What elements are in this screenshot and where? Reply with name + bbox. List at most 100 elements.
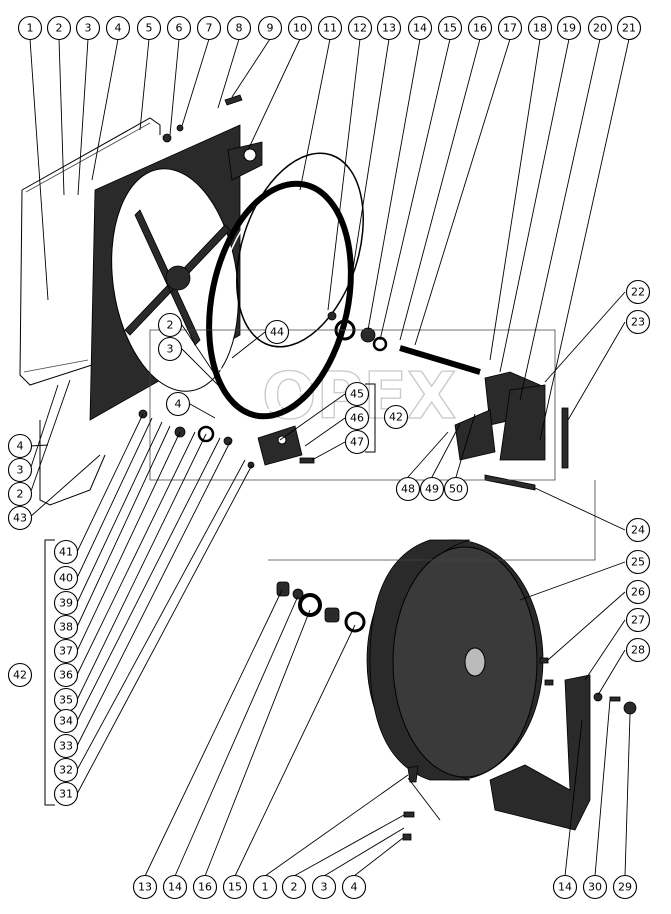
mid-bracket-hole — [277, 435, 287, 445]
fan-ring-inner — [214, 188, 346, 412]
callout-mid-c46: 46 — [344, 405, 370, 431]
callout-left-col-9: 32 — [53, 757, 79, 783]
callout-top-17-label: 18 — [533, 22, 547, 35]
callout-mid-c49-label: 49 — [425, 483, 439, 496]
bottom-bolt — [407, 765, 419, 783]
hub-flange-16 — [298, 593, 322, 617]
callout-left-col-10: 31 — [53, 781, 79, 807]
bolt-47 — [299, 457, 315, 464]
callout-mid-c42-circle — [383, 404, 409, 430]
callout-top-6-label: 7 — [206, 22, 213, 35]
callout-left-col-8: 33 — [53, 733, 79, 759]
callout-right-6-label: 28 — [631, 644, 645, 657]
callout-top-15: 16 — [467, 15, 493, 41]
callout-left-col-9-circle — [53, 757, 79, 783]
hub-15 — [324, 607, 340, 623]
callout-left-col-10-circle — [53, 781, 79, 807]
callout-top-10: 11 — [317, 15, 343, 41]
callout-bottom-0-label: 13 — [138, 881, 152, 894]
callout-top-18: 19 — [556, 15, 582, 41]
callout-left-col-3-circle — [53, 614, 79, 640]
callout-bottom-right-1-label: 30 — [588, 881, 602, 894]
callout-top-16: 17 — [497, 15, 523, 41]
washer-e — [247, 461, 255, 469]
callout-right-0: 22 — [625, 279, 651, 305]
callout-top-6: 7 — [196, 15, 222, 41]
callout-left-col-3: 38 — [53, 614, 79, 640]
tube-frame-left — [19, 117, 161, 386]
callout-bottom-2-label: 16 — [198, 881, 212, 894]
callout-left-col-0-circle — [53, 539, 79, 565]
callout-left-col-0-label: 41 — [59, 546, 73, 559]
callout-mid-c2-circle — [157, 312, 183, 338]
callout-bottom-3-circle — [222, 874, 248, 900]
callout-mid-c47-circle — [344, 429, 370, 455]
callout-right-5-circle — [625, 607, 651, 633]
callout-bottom-4-label: 1 — [262, 881, 269, 894]
callout-left-col-2-circle — [53, 590, 79, 616]
callout-right-3-label: 25 — [631, 556, 645, 569]
callout-group-42-circle — [7, 662, 33, 688]
callout-top-0-label: 1 — [27, 22, 34, 35]
callout-bottom-1: 14 — [162, 874, 188, 900]
callout-right-5-label: 27 — [631, 614, 645, 627]
callout-bottom-right-0-circle — [552, 874, 578, 900]
callout-bottom-7: 4 — [341, 874, 367, 900]
callout-top-20-label: 21 — [622, 22, 636, 35]
mid-bracket — [257, 425, 303, 466]
callout-top-17: 18 — [527, 15, 553, 41]
callout-left-col-7: 34 — [53, 708, 79, 734]
callout-mid-c45-label: 45 — [350, 388, 364, 401]
callout-bottom-1-circle — [162, 874, 188, 900]
callout-top-7-label: 8 — [236, 22, 243, 35]
callout-left-col-8-circle — [53, 733, 79, 759]
callout-top-14-label: 15 — [443, 22, 457, 35]
callout-left-col-5: 36 — [53, 662, 79, 688]
callout-mid-c42-label: 42 — [389, 411, 403, 424]
callout-top-4: 5 — [136, 15, 162, 41]
callout-left-upper-1-circle — [7, 457, 33, 483]
nut-top-2 — [176, 124, 184, 132]
callout-top-1-label: 2 — [56, 22, 63, 35]
callout-left-upper-1: 3 — [7, 457, 33, 483]
callout-top-9-circle — [287, 15, 313, 41]
callout-right-4: 26 — [625, 579, 651, 605]
callout-left-col-1-circle — [53, 565, 79, 591]
callout-bottom-3-label: 15 — [228, 881, 242, 894]
callout-left-upper-2: 2 — [7, 481, 33, 507]
callout-group-42: 42 — [7, 662, 33, 688]
callout-top-0: 1 — [17, 15, 43, 41]
callout-mid-c4-circle — [165, 391, 191, 417]
callout-mid-c4: 4 — [165, 391, 191, 417]
callout-mid-c50-label: 50 — [449, 483, 463, 496]
bracket-pad-24 — [484, 474, 536, 491]
leader-lines — [29, 38, 631, 877]
callout-top-0-circle — [17, 15, 43, 41]
callout-left-upper-0: 4 — [7, 433, 33, 459]
callout-top-18-label: 19 — [562, 22, 576, 35]
callout-top-8-circle — [257, 15, 283, 41]
callout-left-upper-3-label: 43 — [13, 512, 27, 525]
callout-right-3: 25 — [625, 549, 651, 575]
callout-right-4-label: 26 — [631, 586, 645, 599]
callout-top-5-circle — [166, 15, 192, 41]
pulley-assembly-outline — [268, 480, 596, 561]
drive-shaft — [399, 345, 481, 375]
callout-top-18-circle — [556, 15, 582, 41]
left-bracket-brace — [44, 539, 55, 806]
callout-top-13-circle — [407, 15, 433, 41]
hub-13 — [276, 581, 290, 597]
callout-mid-c3-label: 3 — [167, 343, 174, 356]
callout-top-4-circle — [136, 15, 162, 41]
callout-top-5-label: 6 — [176, 22, 183, 35]
callout-bottom-6-circle — [311, 874, 337, 900]
callout-bottom-right-0: 14 — [552, 874, 578, 900]
callout-top-2-label: 3 — [85, 22, 92, 35]
callout-mid-c45-circle — [344, 381, 370, 407]
callout-top-5: 6 — [166, 15, 192, 41]
callout-left-upper-2-label: 2 — [17, 488, 24, 501]
callout-bottom-right-0-label: 14 — [558, 881, 572, 894]
callout-top-11-circle — [347, 15, 373, 41]
callout-top-11-label: 12 — [353, 22, 367, 35]
